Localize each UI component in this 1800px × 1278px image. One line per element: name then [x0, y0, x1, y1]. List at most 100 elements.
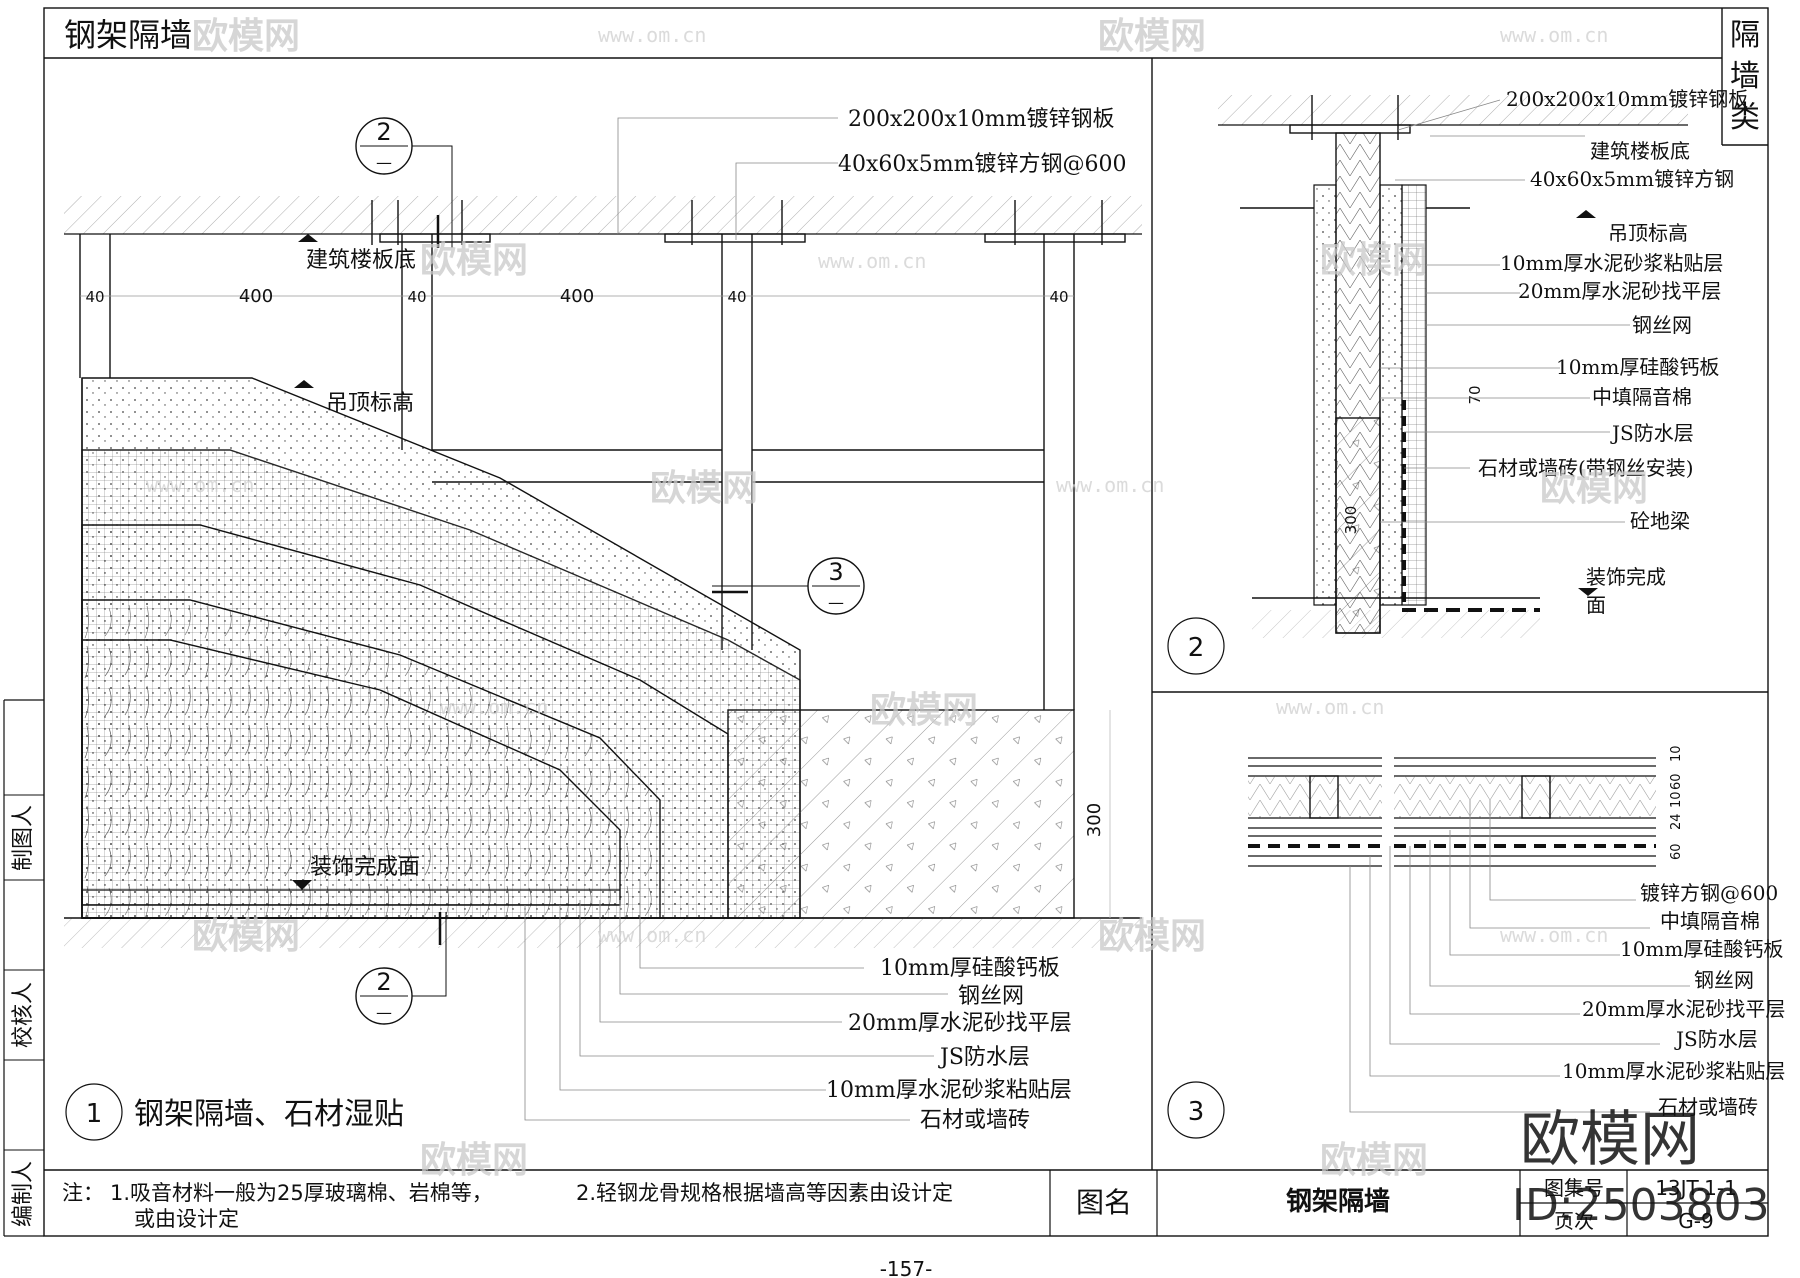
detail-3-label-4: 钢丝网	[1694, 968, 1754, 992]
ground-beam	[727, 709, 1075, 919]
dim-40-c: 40	[727, 288, 746, 306]
notes-prefix: 注：	[62, 1181, 104, 1205]
drawing-name-label: 图名	[1076, 1186, 1132, 1219]
detail-3-label-2: 中填隔音棉	[1660, 909, 1760, 933]
category-char-3: 类	[1730, 100, 1760, 135]
detail-2-label-5: 10mm厚水泥砂浆粘贴层	[1500, 251, 1723, 275]
detail-2-dim-300: 300	[1342, 506, 1360, 535]
steel-plates	[371, 200, 1126, 245]
detail-3-leaders	[1349, 800, 1690, 1113]
detail-3-dim-4: 24	[1669, 813, 1684, 830]
watermark-brand-11: 欧模网	[1320, 1140, 1428, 1181]
dim-400-b: 400	[560, 286, 594, 307]
detail-2-number: 2	[1188, 633, 1205, 663]
detail-1-elevation: 40 400 40 400 40 40 建筑楼板底 吊顶标高 装饰完成面	[64, 107, 1142, 1141]
detail-2-label-1: 200x200x10mm镀锌钢板	[1506, 87, 1748, 111]
detail-3-dim-5: 60	[1669, 843, 1684, 860]
watermark-url-3: www.om.cn	[818, 249, 926, 273]
section-mark-mid-sub: —	[828, 593, 844, 612]
side-drafter: 制图人	[11, 805, 36, 871]
side-checker: 校核人	[11, 982, 36, 1048]
callout-bottom-5: 10mm厚水泥砂浆粘贴层	[826, 1078, 1072, 1103]
page-value: G-9	[1678, 1209, 1713, 1233]
watermark-brand-5: 欧模网	[650, 468, 758, 509]
layer-stone-front	[81, 639, 621, 906]
detail-2-label-3: 40x60x5mm镀锌方钢	[1530, 167, 1734, 191]
detail-2-dim-70: 70	[1466, 385, 1484, 404]
category-label: 隔 墙 类	[1730, 18, 1760, 135]
side-editor: 编制人	[11, 1161, 36, 1227]
watermark-brand-7: 欧模网	[870, 690, 978, 731]
floor-slab-top	[64, 196, 1142, 234]
detail-3-label-6: JS防水层	[1674, 1027, 1758, 1051]
note-2: 2.轻钢龙骨规格根据墙高等因素由设计定	[576, 1181, 953, 1205]
category-char-1: 隔	[1730, 18, 1760, 53]
callout-bottom-3: 20mm厚水泥砂找平层	[848, 1011, 1072, 1036]
watermark-brand-1: 欧模网	[192, 16, 300, 57]
detail-2-label-6: 20mm厚水泥砂找平层	[1518, 279, 1721, 303]
detail-3-label-3: 10mm厚硅酸钙板	[1620, 937, 1783, 961]
detail-2-number-circle	[1167, 617, 1225, 675]
watermark-brand-3: 欧模网	[420, 240, 528, 281]
section-mark-top-sub: —	[376, 153, 392, 172]
detail-2-label-10: JS防水层	[1610, 421, 1694, 445]
callout-steel-plate: 200x200x10mm镀锌钢板	[848, 107, 1115, 132]
watermark-logo: 欧模网 ID:2503803	[1512, 1105, 1770, 1231]
callout-bottom-4: JS防水层	[938, 1045, 1030, 1070]
watermark-id: ID:2503803	[1512, 1180, 1770, 1231]
level-ceiling-label: 吊顶标高	[326, 391, 414, 416]
page-number: -157-	[880, 1257, 933, 1278]
atlas-number-label: 图集号	[1544, 1176, 1604, 1200]
callout-bottom-1: 10mm厚硅酸钙板	[880, 956, 1060, 981]
watermarks: 欧模网 欧模网 欧模网 欧模网 欧模网 欧模网 欧模网 欧模网 欧模网 欧模网 …	[146, 16, 1648, 1181]
section-mark-2-top: 2 —	[355, 117, 453, 248]
detail-1-number: 1	[86, 1099, 103, 1129]
note-1-line-1: 1.吸音材料一般为25厚玻璃棉、岩棉等，	[110, 1181, 493, 1205]
detail-1-number-circle	[65, 1083, 123, 1141]
title-block: 图名 钢架隔墙 图集号 13JT-1-1 页次 G-9	[1076, 1176, 1737, 1233]
dim-40-b: 40	[407, 288, 426, 306]
detail-2-label-12: 砼地梁	[1630, 509, 1690, 533]
detail-3-label-5: 20mm厚水泥砂找平层	[1582, 997, 1785, 1021]
callouts-bottom-leaders	[524, 880, 948, 1121]
side-strip: 制图人 校核人 编制人	[11, 805, 36, 1227]
section-mark-2-bottom: 2 —	[355, 912, 447, 1025]
watermark-url-5: www.om.cn	[1056, 473, 1164, 497]
page-label: 页次	[1554, 1209, 1594, 1233]
watermark-url-9: www.om.cn	[1500, 923, 1608, 947]
detail-2-label-11: 石材或墙砖(带钢丝安装)	[1478, 456, 1694, 480]
detail-1-title: 钢架隔墙、石材湿贴	[134, 1097, 404, 1132]
section-mark-bottom-sub: —	[376, 1003, 392, 1022]
category-char-2: 墙	[1730, 59, 1760, 94]
detail-3-dim-2: 60	[1669, 773, 1684, 790]
watermark-brand-4: 欧模网	[1320, 240, 1428, 281]
detail-3-plan-section: 10 60 10 24 60 镀锌方钢@600 中填隔音棉 10mm厚硅酸钙板 …	[1167, 745, 1785, 1139]
watermark-brand-8: 欧模网	[192, 916, 300, 957]
section-mark-3-mid: 3 —	[712, 557, 865, 615]
watermark-brand-2: 欧模网	[1098, 16, 1206, 57]
detail-2-label-4: 吊顶标高	[1608, 221, 1688, 245]
sheet-frame	[3, 7, 1769, 1237]
notes: 注： 1.吸音材料一般为25厚玻璃棉、岩棉等， 或由设计定 2.轻钢龙骨规格根据…	[62, 1181, 953, 1231]
watermark-url-8: www.om.cn	[598, 923, 706, 947]
dim-40-a: 40	[85, 288, 104, 306]
dim-40-d: 40	[1049, 288, 1068, 306]
detail-3-label-8: 石材或墙砖	[1658, 1095, 1758, 1119]
detail-2-leaders	[1380, 99, 1630, 523]
detail-3-dims: 10 60 10 24 60	[1669, 745, 1684, 860]
detail-2-label-7: 钢丝网	[1632, 313, 1692, 337]
detail-2-label-13: 装饰完成	[1586, 565, 1666, 589]
watermark-brand-9: 欧模网	[1098, 916, 1206, 957]
watermark-url-6: www.om.cn	[440, 695, 548, 719]
callout-bottom-2: 钢丝网	[958, 984, 1024, 1009]
watermark-brand-6: 欧模网	[1540, 468, 1648, 509]
detail-2-label-9: 中填隔音棉	[1592, 385, 1692, 409]
watermark-url-2: www.om.cn	[1500, 23, 1608, 47]
detail-3-dim-1: 10	[1669, 745, 1684, 762]
detail-3-label-7: 10mm厚水泥砂浆粘贴层	[1562, 1059, 1785, 1083]
callouts-top	[617, 117, 838, 240]
level-floor-label: 建筑楼板底	[306, 248, 416, 273]
watermark-url-4: www.om.cn	[146, 473, 254, 497]
level-finish-label: 装饰完成面	[310, 855, 420, 880]
dim-400-a: 400	[239, 286, 273, 307]
